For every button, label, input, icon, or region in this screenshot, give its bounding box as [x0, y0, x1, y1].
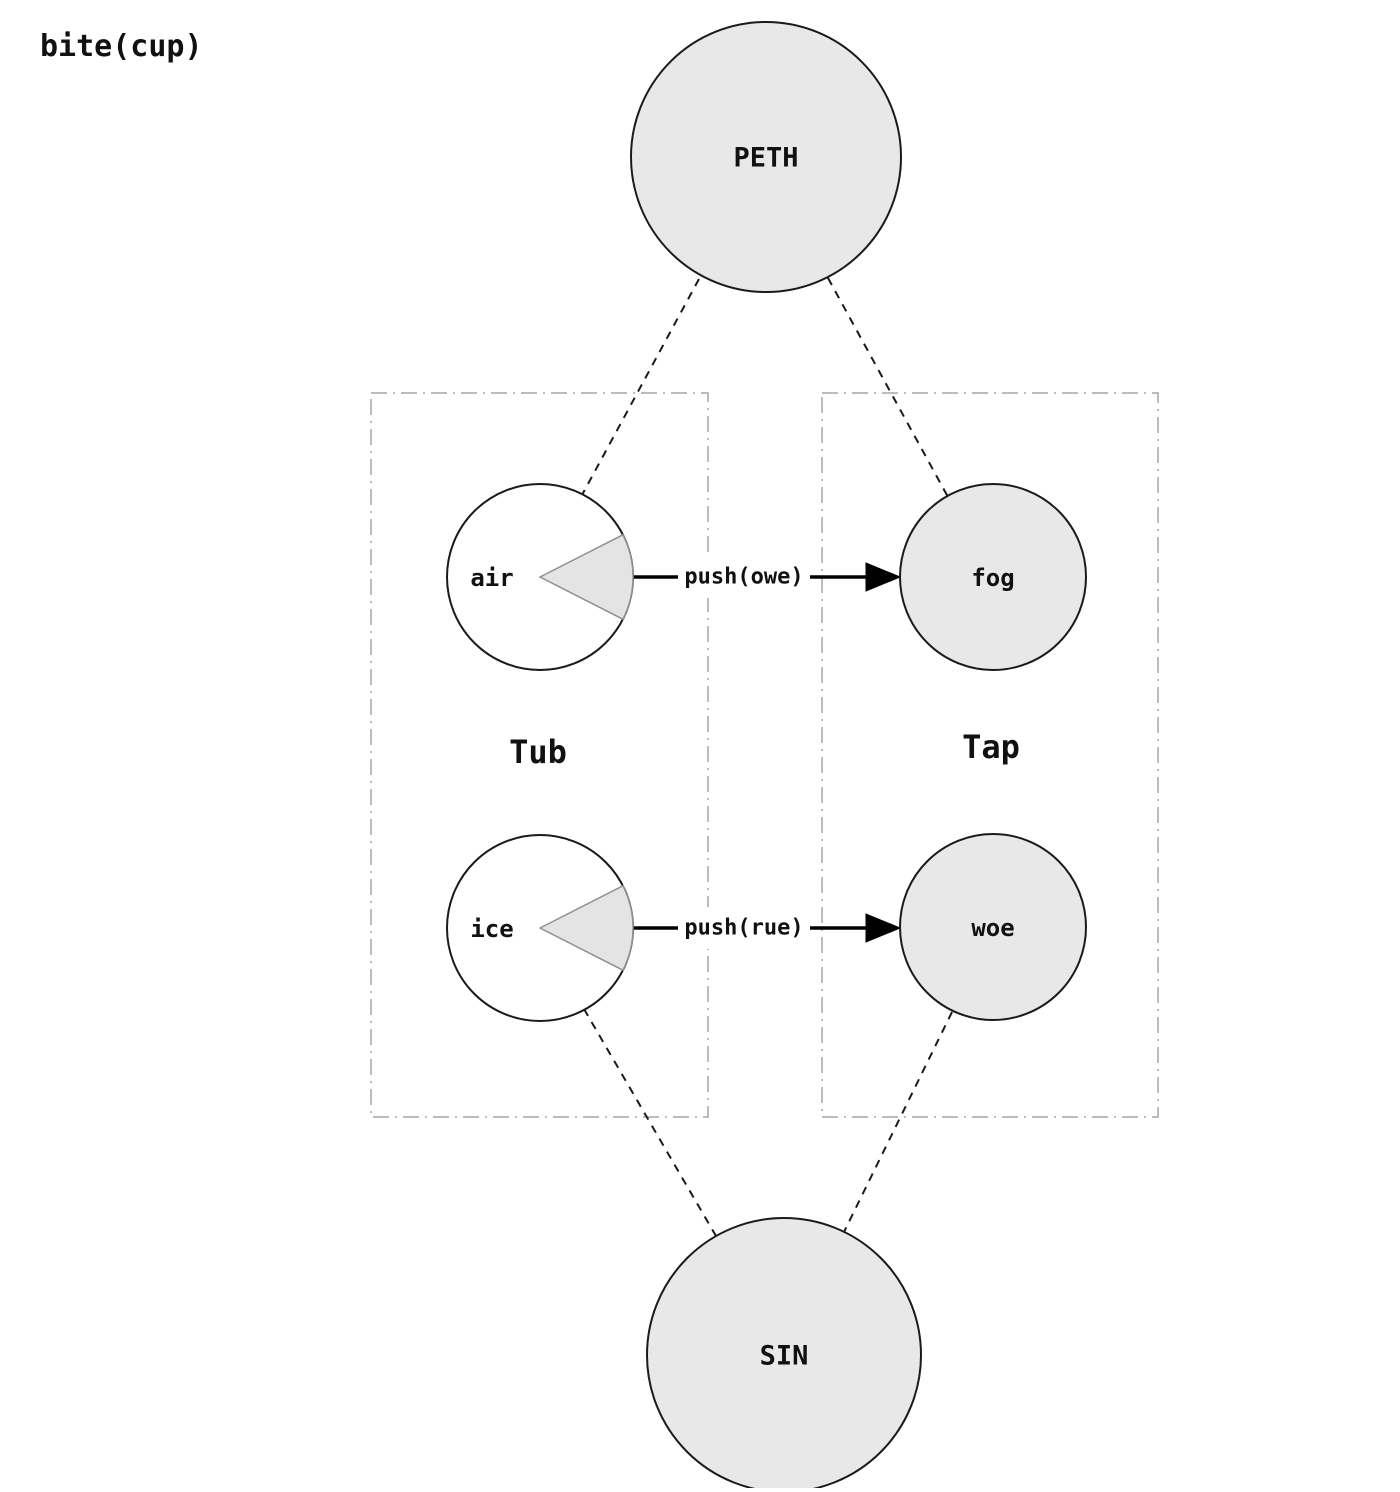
- node-peth-circle: [630, 21, 902, 293]
- node-air-wedge-icon: [538, 533, 634, 621]
- edge-woe-sin: [843, 1011, 953, 1233]
- edge-air-fog-arrowhead-icon: [865, 562, 902, 592]
- node-peth: PETH: [630, 21, 902, 293]
- graph-title: bite(cup): [40, 29, 203, 64]
- node-woe-circle: [899, 833, 1087, 1021]
- node-fog-circle: [899, 483, 1087, 671]
- cluster-tub-label: Tub: [509, 733, 567, 771]
- cluster-tub: Tub: [370, 392, 709, 1118]
- edge-ice-sin: [583, 1008, 717, 1237]
- cluster-tap-label: Tap: [962, 728, 1020, 766]
- node-fog-label: fog: [971, 564, 1014, 592]
- edge-peth-fog: [827, 277, 949, 498]
- node-air: air: [446, 483, 634, 671]
- node-woe-label: woe: [971, 914, 1014, 942]
- node-ice-wedge-icon: [538, 884, 634, 972]
- edge-air-fog-label-mask: [678, 556, 810, 598]
- node-ice: ice: [446, 834, 634, 1022]
- edge-ice-woe: push(rue): [633, 907, 902, 949]
- node-sin-circle: [646, 1217, 922, 1492]
- cluster-tap-box: [821, 392, 1159, 1118]
- edge-ice-woe-arrowhead-icon: [865, 913, 902, 943]
- node-ice-label: ice: [470, 915, 513, 943]
- edge-air-fog-label: push(owe): [684, 565, 803, 590]
- node-woe: woe: [899, 833, 1087, 1021]
- node-sin: SIN: [646, 1217, 922, 1492]
- node-sin-label: SIN: [760, 1341, 809, 1372]
- edge-peth-air: [581, 278, 700, 496]
- cluster-tub-box: [370, 392, 709, 1118]
- node-peth-label: PETH: [733, 143, 798, 174]
- edge-ice-woe-label-mask: [678, 907, 810, 949]
- cluster-tap: Tap: [821, 392, 1159, 1118]
- edge-ice-woe-label: push(rue): [684, 916, 803, 941]
- node-air-label: air: [470, 564, 513, 592]
- node-fog: fog: [899, 483, 1087, 671]
- edge-air-fog: push(owe): [633, 556, 902, 598]
